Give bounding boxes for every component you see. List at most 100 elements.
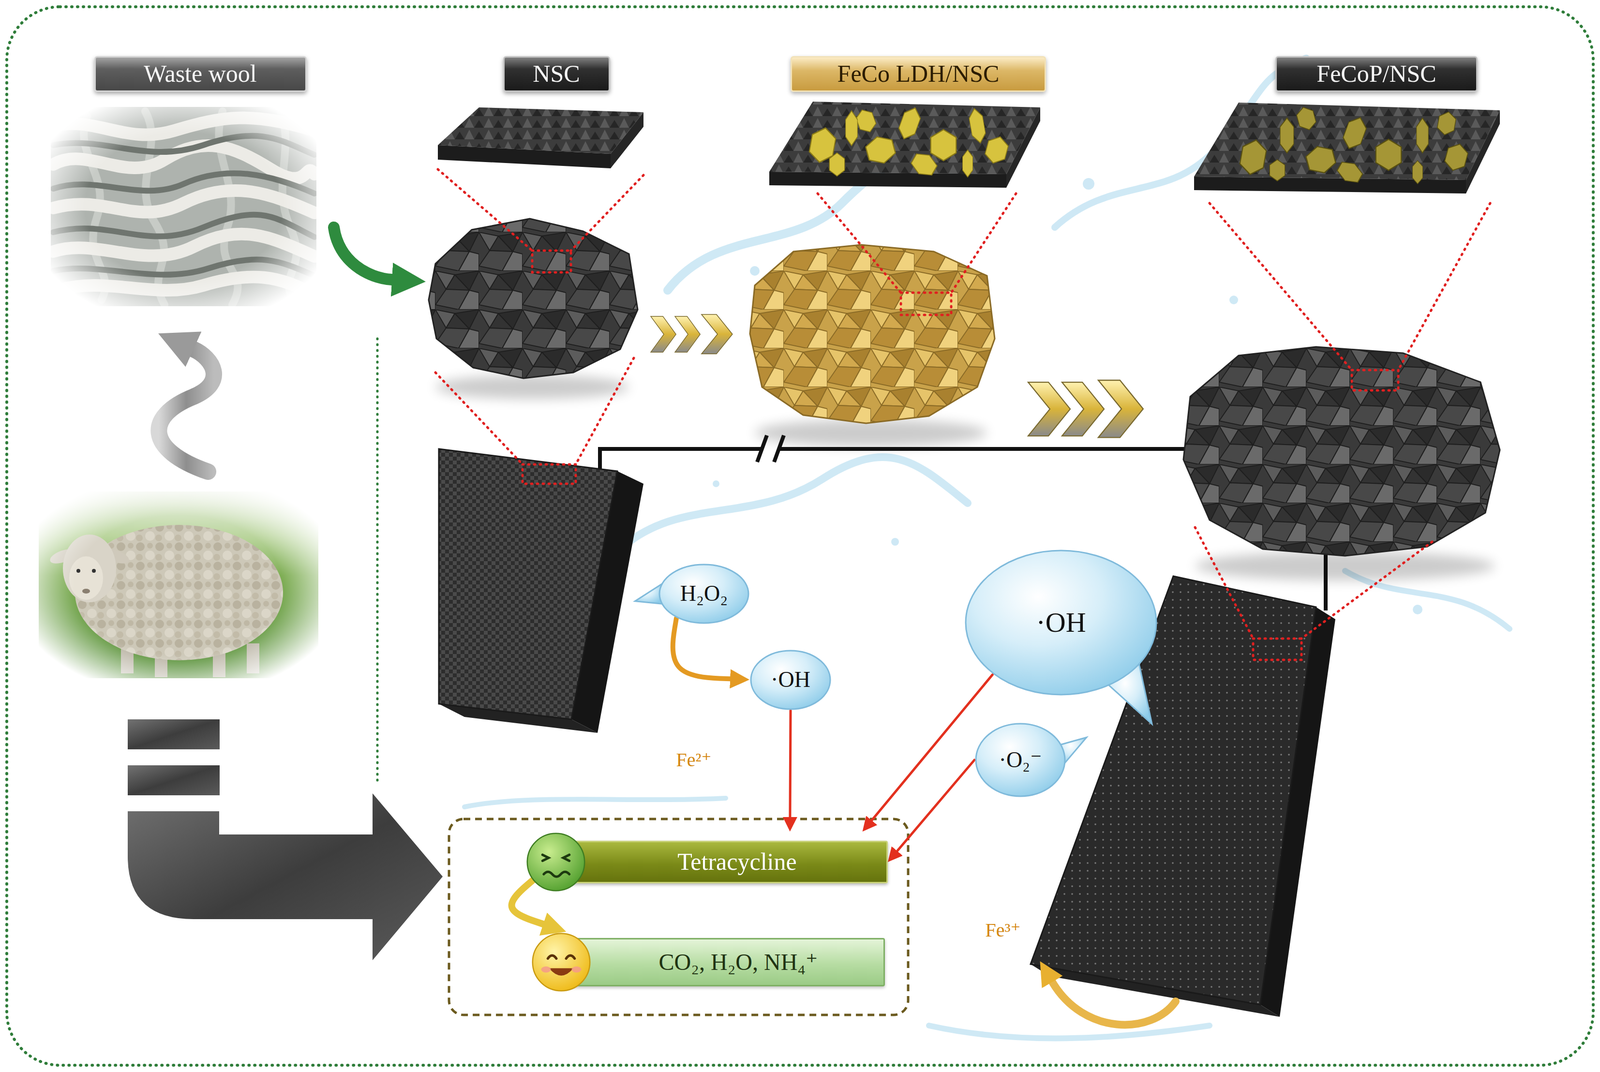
pipe-bar (127, 719, 220, 750)
bar-shape: Tetracycline (553, 840, 888, 884)
node-text: FeCo LDH/NSC (837, 59, 1000, 89)
wool-fibre (53, 190, 315, 213)
wool-fibre (53, 214, 315, 238)
face-feature (547, 955, 557, 959)
sheep-head (62, 534, 117, 603)
bubble-tail (635, 583, 663, 604)
stage-tag: FeCoP/NSC (1275, 56, 1478, 92)
wool-fibres (53, 111, 315, 305)
wool-fibre (53, 234, 315, 257)
fecop-illustration (1183, 102, 1500, 581)
wire-break (774, 435, 784, 463)
pipe-bar (127, 765, 220, 796)
reaction-arrow (672, 618, 731, 680)
fecop-nanosheet (1304, 143, 1338, 177)
zoom-line (575, 358, 634, 465)
wool-fibre (58, 277, 315, 296)
node-text: ·O₂⁻ (999, 747, 1043, 774)
fecop-nanosheet (1375, 139, 1402, 171)
face-icon (525, 831, 587, 893)
shadow (754, 419, 987, 447)
species-bubble: ·OH (964, 549, 1158, 697)
droplet (1082, 178, 1095, 190)
node-text: ·OH (770, 667, 811, 693)
fecop-nanosheet (1442, 141, 1470, 174)
face-icon (530, 931, 592, 993)
droplet (1412, 604, 1423, 615)
sheep-eye (91, 568, 96, 573)
zoom-line (817, 193, 901, 293)
species-bubble: ·O₂⁻ (974, 722, 1067, 798)
wool-ground (50, 106, 317, 307)
face-disc (532, 933, 590, 991)
ldh-nanosheet (962, 149, 973, 178)
wire-break (757, 435, 767, 463)
face-feature (566, 955, 575, 959)
chevron (674, 316, 701, 353)
reaction-arrow (790, 710, 791, 818)
sheep-face (69, 556, 104, 600)
plate-side (1006, 107, 1041, 188)
ldh-nanosheet (896, 104, 924, 142)
node-text: Tetracycline (677, 848, 797, 877)
zoom-line (570, 175, 644, 251)
node-text: ·OH (1035, 606, 1086, 640)
splash-stroke (628, 457, 968, 542)
fecop-nanosheet (1416, 118, 1429, 153)
stage-tag: Waste wool (94, 56, 307, 92)
species-bubble: H₂O₂ (657, 563, 750, 625)
fecop-nanosheet (1295, 104, 1318, 132)
chevron (1098, 380, 1144, 438)
pipe-arrow (127, 793, 443, 961)
ldh-nanosheet (864, 133, 898, 167)
zoom-line (435, 372, 523, 465)
face-disc (527, 833, 585, 891)
stage-tag: NSC (503, 56, 611, 92)
stage-tag: FeCo LDH/NSC (790, 56, 1047, 92)
cycle-arrow (158, 349, 214, 472)
product-bar: CO₂, H₂O, NH₄⁺ (530, 931, 885, 993)
pollutant-bar: Tetracycline (525, 831, 888, 893)
droplet (1229, 295, 1239, 305)
nsc-illustration (428, 107, 644, 400)
bubble-ellipse (659, 564, 749, 624)
sheep-photo (38, 491, 319, 679)
wool-photo (50, 106, 317, 307)
wool-fibre (53, 135, 315, 155)
node-text: FeCoP/NSC (1316, 59, 1436, 89)
fecop-nanosheet (1334, 157, 1365, 187)
droplet (749, 266, 760, 276)
node-text: H₂O₂ (680, 581, 729, 607)
sheep-leg (246, 643, 260, 674)
face-cheek (571, 966, 582, 973)
sheep-eye (76, 568, 81, 573)
face-feature (543, 871, 570, 877)
zoom-box (1351, 370, 1399, 391)
left-electrode (438, 448, 644, 733)
ldh-nanosheet (930, 129, 957, 161)
splash-stroke (464, 798, 726, 808)
step-chevrons (650, 314, 1144, 438)
plate-side (437, 145, 611, 169)
fecop-particle (1183, 346, 1500, 556)
node-text: NSC (532, 59, 580, 89)
fecop-nanosheet (1340, 114, 1369, 152)
ldh-nanosheet (983, 134, 1010, 166)
bubble-ellipse (965, 550, 1157, 695)
plate-side (1465, 110, 1500, 194)
ion-label: Fe³⁺ (985, 919, 1021, 942)
bar-shape: CO₂, H₂O, NH₄⁺ (558, 938, 885, 987)
zoom-box (532, 250, 571, 273)
zoom-line (1209, 203, 1352, 371)
wool-fibre (53, 173, 315, 194)
zoom-line (1195, 527, 1254, 639)
bubble-ellipse (750, 650, 831, 710)
ldh-illustration (749, 101, 1041, 447)
dashed-frame (448, 819, 909, 1016)
ldh-nanosheet (967, 107, 987, 145)
zoom-callouts (435, 169, 1491, 660)
fecop-nanosheet (1412, 160, 1423, 184)
